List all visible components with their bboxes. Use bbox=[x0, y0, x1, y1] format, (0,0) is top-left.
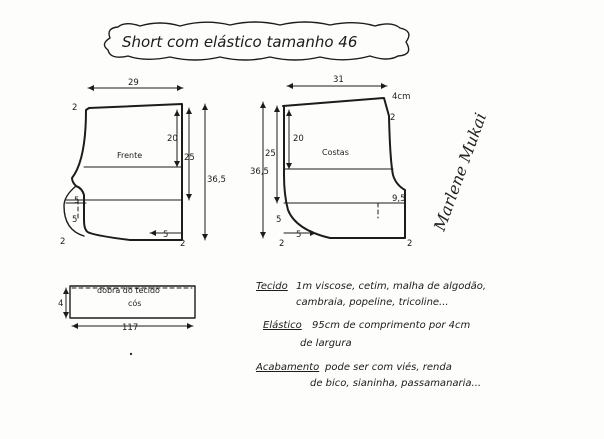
back-rise-arrow-top bbox=[286, 110, 292, 116]
front-piece: Frente 29 2 20 25 36,5 5 5 5 2 2 bbox=[60, 78, 226, 249]
back-piece: Costas 31 4cm 2 20 25 36,5 9,5 5 5 2 2 bbox=[250, 75, 412, 249]
waistband-height-arrow-bottom bbox=[63, 312, 69, 318]
elastic-key: Elástico bbox=[263, 319, 302, 331]
page-title: Short com elástico tamanho 46 bbox=[122, 33, 357, 51]
back-corner-a: 2 bbox=[279, 239, 284, 249]
back-full-arrow-top bbox=[260, 102, 266, 108]
waistband-width-arrow-left bbox=[72, 323, 78, 329]
front-top-dim-arrow-left bbox=[88, 85, 94, 91]
waistband-rect bbox=[69, 285, 196, 319]
title-banner: Short com elástico tamanho 46 bbox=[103, 21, 410, 61]
back-length-full: 36,5 bbox=[250, 167, 269, 177]
back-rise-arrow-bottom bbox=[286, 163, 292, 169]
back-short-arrow-top bbox=[274, 106, 280, 112]
front-length-short: 25 bbox=[184, 153, 195, 163]
waistband-height-arrow-top bbox=[63, 288, 69, 294]
title-cloud-outline bbox=[103, 21, 410, 61]
front-left-small: 5 bbox=[72, 215, 77, 225]
front-top-width: 29 bbox=[128, 78, 139, 88]
back-short-arrow-bottom bbox=[274, 197, 280, 203]
front-corner-a: 2 bbox=[60, 237, 65, 247]
waistband-label: cós bbox=[128, 298, 141, 308]
finish-line-2: de bico, sianinha, passamanaria... bbox=[310, 378, 481, 389]
back-crotch-ext: 9,5 bbox=[392, 194, 406, 204]
front-crotch-ext: 5 bbox=[74, 196, 79, 206]
back-corner-b: 2 bbox=[407, 239, 412, 249]
waistband-fold-label: dobra do tecido bbox=[97, 286, 160, 295]
waistband-height: 4 bbox=[58, 299, 63, 309]
back-top-raise: 4cm bbox=[392, 92, 410, 102]
front-length-full: 36,5 bbox=[207, 175, 226, 185]
back-top-dim-arrow-left bbox=[287, 83, 293, 89]
front-hem-seg: 5 bbox=[163, 230, 168, 240]
finish-line-1: pode ser com viés, renda bbox=[324, 361, 452, 373]
front-short-arrow-top bbox=[186, 108, 192, 114]
fabric-line-1: 1m viscose, cetim, malha de algodão, bbox=[296, 281, 486, 292]
back-top-dim-arrow-right bbox=[381, 83, 387, 89]
elastic-line-1: 95cm de comprimento por 4cm bbox=[312, 320, 470, 331]
front-rise-arrow-bottom bbox=[174, 161, 180, 167]
front-outline bbox=[71, 103, 183, 241]
back-right-corner: 2 bbox=[390, 113, 395, 123]
front-full-arrow-bottom bbox=[202, 234, 208, 240]
front-corner-b: 2 bbox=[180, 239, 185, 249]
front-label: Frente bbox=[117, 151, 142, 160]
front-waist-rise: 20 bbox=[167, 134, 178, 144]
front-full-arrow-top bbox=[202, 104, 208, 110]
front-short-arrow-bottom bbox=[186, 194, 192, 200]
elastic-line-2: de largura bbox=[300, 338, 352, 349]
back-full-arrow-bottom bbox=[260, 232, 266, 238]
back-left-small: 5 bbox=[276, 215, 281, 225]
waistband-width-arrow-right bbox=[187, 323, 193, 329]
material-notes: Tecido 1m viscose, cetim, malha de algod… bbox=[255, 281, 486, 389]
back-waist-rise: 20 bbox=[293, 134, 304, 144]
front-crotch-curve bbox=[63, 185, 85, 237]
waistband-width: 117 bbox=[122, 323, 138, 333]
front-top-dim-arrow-right bbox=[177, 85, 183, 91]
back-hem-seg: 5 bbox=[296, 230, 301, 240]
back-label: Costas bbox=[322, 148, 349, 157]
front-waist-corner: 2 bbox=[72, 103, 77, 113]
front-rise-arrow-top bbox=[174, 110, 180, 116]
fabric-line-2: cambraia, popeline, tricoline... bbox=[296, 297, 449, 308]
fabric-key: Tecido bbox=[256, 281, 288, 292]
back-hem-arrow bbox=[310, 230, 316, 236]
finish-key: Acabamento bbox=[255, 362, 319, 373]
waistband-piece: dobra do tecido cós 4 117 bbox=[58, 285, 196, 333]
signature: Marlene Mukai bbox=[430, 110, 491, 234]
back-outline bbox=[282, 97, 406, 239]
front-hem-arrow bbox=[150, 230, 156, 236]
back-length-short: 25 bbox=[265, 149, 276, 159]
stray-dot bbox=[129, 352, 133, 356]
back-top-width: 31 bbox=[333, 75, 344, 85]
